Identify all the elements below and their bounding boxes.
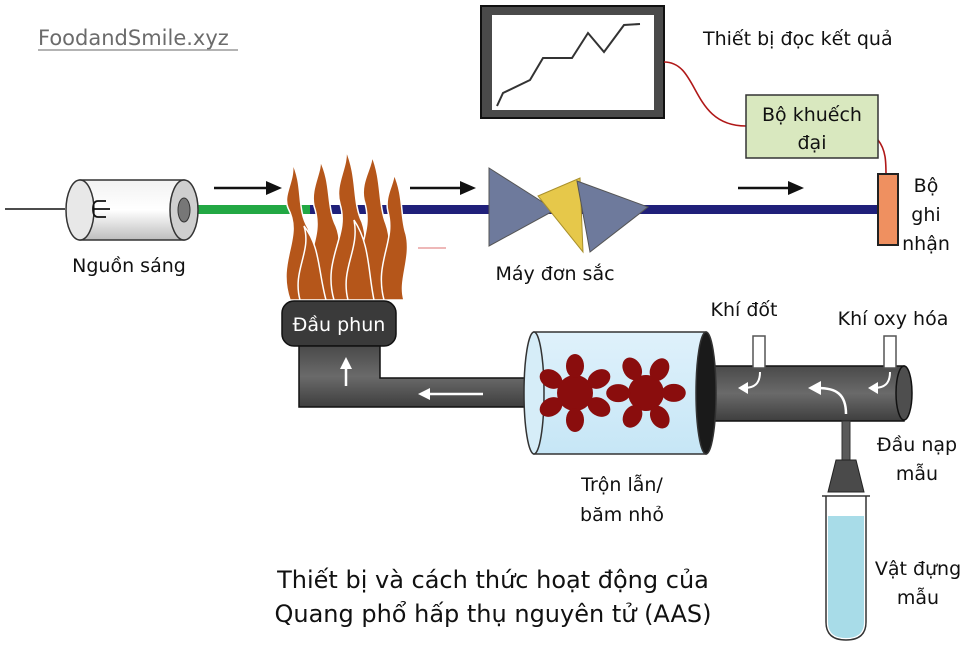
readout-label: Thiết bị đọc kết quả xyxy=(702,28,893,50)
lamp-icon xyxy=(65,179,199,241)
oxidant-gas-port xyxy=(883,335,897,369)
flow-arrow-up xyxy=(340,357,352,386)
sample-flow-arrow xyxy=(817,386,848,415)
monochromator-label: Máy đơn sắc xyxy=(495,262,614,285)
beam-arrow-2 xyxy=(410,181,476,195)
detector-label-3: nhận xyxy=(902,233,950,255)
fuel-gas-port xyxy=(752,335,766,369)
test-tube-icon xyxy=(822,495,870,641)
mixer-label-2: băm nhỏ xyxy=(580,504,664,526)
nebulizer-label: Đầu phun xyxy=(293,314,386,336)
beam-arrow-3 xyxy=(738,181,804,195)
amplifier-box xyxy=(745,94,879,159)
amplifier-label-1: Bộ khuếch xyxy=(762,104,862,126)
feed-pipe xyxy=(298,345,541,408)
watermark: FoodandSmile.xyz xyxy=(38,26,229,50)
monitor-icon xyxy=(480,5,665,119)
signal-wire-monitor xyxy=(663,61,747,127)
flame-icon xyxy=(285,149,409,301)
amplifier-label-2: đại xyxy=(798,132,827,154)
fuel-gas-label: Khí đốt xyxy=(711,299,778,321)
sample-container-label-1: Vật đựng xyxy=(875,558,961,580)
signal-wire-detector xyxy=(877,139,887,177)
sample-inlet-label-1: Đầu nạp xyxy=(877,434,957,456)
beam-arrow-1 xyxy=(214,181,282,195)
oxidant-gas-label: Khí oxy hóa xyxy=(838,308,949,330)
detector-label-2: ghi xyxy=(911,204,940,226)
detector-label-1: Bộ xyxy=(914,175,939,197)
light-source-label: Nguồn sáng xyxy=(72,255,186,277)
caption-line-2: Quang phổ hấp thụ nguyên tử (AAS) xyxy=(274,600,711,628)
oxidant-flow-arrow-head xyxy=(868,382,878,394)
beam-green xyxy=(105,205,310,214)
sample-flow-arrow-head xyxy=(808,381,821,395)
sample-inlet-nozzle xyxy=(827,459,865,493)
fuel-flow-arrow-head xyxy=(738,382,748,394)
sample-container-label-2: mẫu xyxy=(897,586,939,609)
caption-line-1: Thiết bị và cách thức hoạt động của xyxy=(276,566,709,594)
rotor-icon xyxy=(539,354,686,432)
gas-chamber-end xyxy=(895,365,913,421)
flow-arrow-left xyxy=(418,388,483,400)
gas-chamber xyxy=(705,365,905,422)
sample-inlet-label-2: mẫu xyxy=(896,462,938,485)
mixer-label-1: Trộn lẫn/ xyxy=(580,473,663,496)
detector-box xyxy=(877,173,899,246)
prism-icon xyxy=(488,167,650,254)
